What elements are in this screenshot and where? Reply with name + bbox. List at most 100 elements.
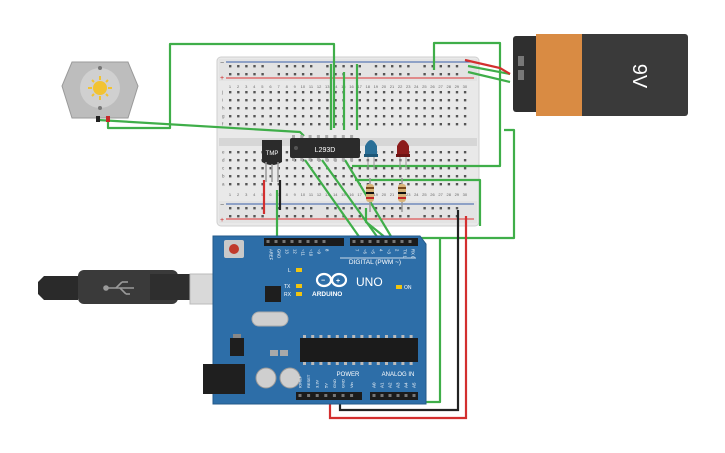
sun-gear-icon [88,76,112,100]
power-pin-label: 5V [323,383,328,388]
analog-header-label: ANALOG IN [382,372,415,378]
column-number: 14 [333,192,338,197]
analog-pin-label: A0 [372,382,377,388]
row-letter: f [222,122,224,127]
analog-pin-label: A2 [388,382,393,388]
rail-minus-bottom: − [220,202,224,209]
column-number: 11 [309,192,314,197]
battery-label: 9V [628,64,650,89]
column-number: 12 [317,192,322,197]
column-number: 15 [341,192,346,197]
row-letter: h [222,106,225,111]
column-number: 6 [269,84,272,89]
digital-pin-label: TX 1 [403,249,408,259]
column-number: 19 [374,192,379,197]
column-number: 25 [422,192,427,197]
column-number: 26 [430,84,435,89]
reset-button[interactable] [224,240,244,258]
column-number: 30 [463,192,468,197]
row-letter: b [222,174,225,179]
tx-led-label: TX [284,284,291,290]
power-pin-label: GND [341,379,346,388]
digital-pin-label: AREF [269,249,274,261]
digital-pin-label: ~5 [371,249,376,254]
digital-pin-label: 13 [285,249,290,254]
column-number: 22 [398,84,403,89]
column-number: 6 [269,192,272,197]
blue-led[interactable] [364,140,378,170]
column-number: 17 [357,84,362,89]
column-number: 18 [365,84,370,89]
chip-pins [292,135,354,161]
red-led[interactable] [396,140,410,170]
mcu-pins [303,335,413,365]
logo-text: ARDUINO [312,291,342,298]
l293d-chip[interactable]: L293D [290,135,360,161]
digital-pin-label: 2 [395,249,400,252]
tmp-label: TMP [266,151,279,157]
digital-pin-label: ~11 [301,249,306,256]
column-number: 29 [455,84,460,89]
digital-pin-label: 12 [293,249,298,254]
column-number: 30 [463,84,468,89]
temperature-sensor[interactable]: TMP [262,140,282,182]
analog-pin-label: A5 [412,382,417,388]
digital-header-label: DIGITAL (PWM ~) [349,259,401,266]
digital-pin-label: 8 [325,249,330,252]
svg-text:+: + [336,278,340,285]
column-number: 2 [237,84,240,89]
arduino-logo-icon [315,272,348,288]
column-number: 9 [294,84,297,89]
digital-pin-label: ~6 [363,249,368,254]
column-number: 4 [253,192,256,197]
digital-pin-label: GND [277,249,282,258]
on-led-label: ON [404,285,412,291]
column-number: 24 [414,84,419,89]
column-number: 1 [229,192,232,197]
dc-motor[interactable] [61,61,139,122]
power-header-label: POWER [337,372,360,378]
column-number: 20 [382,192,387,197]
column-number: 11 [309,84,314,89]
column-number: 14 [333,84,338,89]
resistor-2[interactable] [398,178,406,212]
column-number: 7 [277,84,280,89]
column-number: 27 [438,84,443,89]
battery-9v[interactable]: 9V [513,34,688,116]
row-letter: c [222,166,225,171]
rail-minus-top: − [220,60,224,67]
column-number: 1 [229,84,232,89]
column-number: 24 [414,192,419,197]
column-number: 16 [349,192,354,197]
power-pin-label: Vin [349,382,354,388]
column-number: 13 [325,192,330,197]
column-number: 17 [357,192,362,197]
power-pin-label: 3.3V [315,379,320,388]
column-number: 26 [430,192,435,197]
column-number: 25 [422,84,427,89]
column-number: 21 [390,84,395,89]
analog-pin-label: A3 [396,382,401,388]
rail-plus-top: + [220,75,224,82]
column-number: 23 [406,192,411,197]
digital-pin-label: 7 [355,249,360,252]
row-letter: j [221,90,223,95]
power-pin-label: GND [332,379,337,388]
column-number: 10 [301,192,306,197]
l-led-label: L [288,268,291,274]
resistor-1[interactable] [366,178,374,212]
digital-pin-label: 4 [379,249,384,252]
usb-cable[interactable] [38,270,221,305]
column-number: 28 [446,84,451,89]
analog-pin-label: A4 [404,382,409,388]
row-letter: d [222,158,225,163]
column-number: 23 [406,84,411,89]
analog-pin-label: A1 [380,382,385,388]
column-number: 21 [390,192,395,197]
column-number: 8 [286,84,289,89]
column-number: 28 [446,192,451,197]
